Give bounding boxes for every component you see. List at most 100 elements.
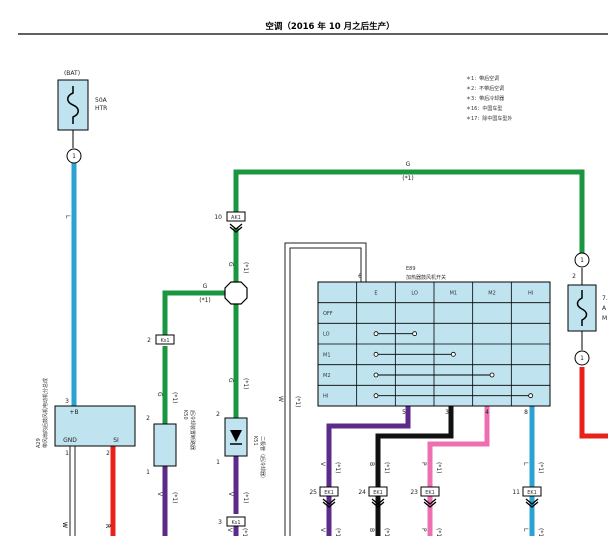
ek1-connectors: 25 EK1 24 EK1 23 EK1 11 EK1 xyxy=(309,486,542,508)
switch-row-m2: M2 xyxy=(323,373,331,379)
switch-col-m1: M1 xyxy=(450,290,458,296)
battery-label: (BAT) xyxy=(64,70,80,77)
svg-text:1: 1 xyxy=(580,257,584,264)
svg-text:2: 2 xyxy=(106,450,110,457)
svg-text:AK1: AK1 xyxy=(231,215,241,221)
ek1-pin: 23 xyxy=(410,489,418,496)
blower-unit-label: A29 xyxy=(36,438,42,448)
switch-contact xyxy=(450,351,456,357)
svg-text:Ks1: Ks1 xyxy=(231,520,240,526)
connector-ek1 xyxy=(368,486,388,497)
svg-text:1: 1 xyxy=(216,459,220,466)
connector-ks1-a xyxy=(155,334,175,345)
svg-text:B: B xyxy=(368,528,375,532)
fuse2-amp: 7. xyxy=(602,295,608,302)
wire-violet-out xyxy=(326,406,411,536)
svg-text:P: P xyxy=(420,462,427,466)
ek1-pin: 24 xyxy=(358,489,366,496)
switch-contact xyxy=(528,393,534,399)
connector-ek1 xyxy=(522,486,542,497)
svg-text:3: 3 xyxy=(445,409,449,416)
svg-text:W: W xyxy=(277,396,284,402)
wire-green-main xyxy=(233,169,585,255)
fuse2-pin-bottom xyxy=(574,350,590,366)
svg-text:(*1): (*1) xyxy=(242,492,249,504)
svg-text:(*1): (*1) xyxy=(383,462,390,474)
switch-col-lo: LO xyxy=(411,290,418,296)
switch-row-hi: HI xyxy=(323,394,328,400)
svg-text:G: G xyxy=(156,392,163,397)
switch-e89-name: 加热器鼓风机开关 xyxy=(406,274,446,281)
svg-text:(*1): (*1) xyxy=(171,392,178,404)
svg-text:GND: GND xyxy=(63,437,77,444)
switch-row-lo: LO xyxy=(323,332,330,338)
svg-text:1: 1 xyxy=(72,153,76,160)
notes-legend: ＊1：带后空调 ＊2：不带后空调 ＊3：带后冷却器 ＊16：中国车型 ＊17：除… xyxy=(466,75,512,122)
relay-k50-label: K50 xyxy=(182,410,188,420)
svg-text:(*1): (*1) xyxy=(435,462,442,474)
note-3: ＊3：带后冷却器 xyxy=(466,95,504,102)
switch-contact xyxy=(373,393,379,399)
svg-text:(*1): (*1) xyxy=(199,297,211,304)
ek1-pin: 25 xyxy=(309,489,317,496)
svg-text:(*1): (*1) xyxy=(383,528,390,536)
svg-text:10: 10 xyxy=(214,214,222,221)
ek1-arrow xyxy=(525,498,539,508)
svg-text:(*1): (*1) xyxy=(241,528,248,536)
svg-text:G: G xyxy=(227,378,234,383)
svg-text:SI: SI xyxy=(113,437,119,444)
svg-text:1: 1 xyxy=(146,469,150,476)
note-2: ＊2：不带后空调 xyxy=(466,85,504,92)
svg-text:V: V xyxy=(319,528,326,533)
svg-text:后冷却装置断路器: 后冷却装置断路器 xyxy=(189,410,196,450)
switch-col-m2: M2 xyxy=(488,290,496,296)
switch-e89-code: E89 xyxy=(406,266,416,272)
svg-text:A: A xyxy=(602,305,607,312)
ek1-pin: 11 xyxy=(512,489,520,496)
junction-node xyxy=(224,281,248,305)
svg-text:L: L xyxy=(522,462,529,466)
connector-ek1 xyxy=(319,486,339,497)
wire-red-right xyxy=(579,367,608,439)
svg-text:P: P xyxy=(420,528,427,532)
ek1-arrow xyxy=(423,498,437,508)
svg-text:1: 1 xyxy=(65,450,69,457)
ek1-name: EK1 xyxy=(425,490,435,496)
svg-text:6: 6 xyxy=(358,273,362,280)
svg-text:M: M xyxy=(602,315,607,322)
svg-text:W: W xyxy=(61,522,68,528)
connector-ks1-b xyxy=(226,516,246,527)
svg-text:(*1): (*1) xyxy=(537,462,544,474)
switch-col-hi: HI xyxy=(528,290,533,296)
svg-text:(*1): (*1) xyxy=(537,528,544,536)
switch-contact xyxy=(489,372,495,378)
svg-text:(*1): (*1) xyxy=(171,492,178,504)
svg-text:V: V xyxy=(156,492,163,497)
svg-text:V: V xyxy=(319,462,326,467)
wire-green-branch xyxy=(162,290,226,335)
switch-row-m1: M1 xyxy=(323,352,331,358)
ek1-name: EK1 xyxy=(527,490,537,496)
ek1-name: EK1 xyxy=(324,490,334,496)
svg-text:(*1): (*1) xyxy=(435,528,442,536)
note-1: ＊1：带后空调 xyxy=(466,75,499,82)
svg-text:2: 2 xyxy=(216,411,220,418)
svg-text:G: G xyxy=(203,283,208,290)
svg-text:R: R xyxy=(104,524,111,528)
svg-text:(*1): (*1) xyxy=(294,396,301,408)
svg-text:V: V xyxy=(226,528,233,533)
svg-text:G: G xyxy=(227,262,234,267)
switch-contact xyxy=(412,331,418,337)
wire-black-out xyxy=(375,406,454,536)
svg-text:1: 1 xyxy=(580,355,584,362)
relay-k50 xyxy=(153,423,177,467)
svg-text:2: 2 xyxy=(572,273,576,280)
svg-text:4: 4 xyxy=(485,409,489,416)
svg-text:Ks1: Ks1 xyxy=(160,338,169,344)
ek1-name: EK1 xyxy=(373,490,383,496)
svg-text:8: 8 xyxy=(524,409,528,416)
svg-text:G: G xyxy=(406,161,411,168)
svg-text:二极管（后冷却器）: 二极管（后冷却器） xyxy=(259,436,266,481)
